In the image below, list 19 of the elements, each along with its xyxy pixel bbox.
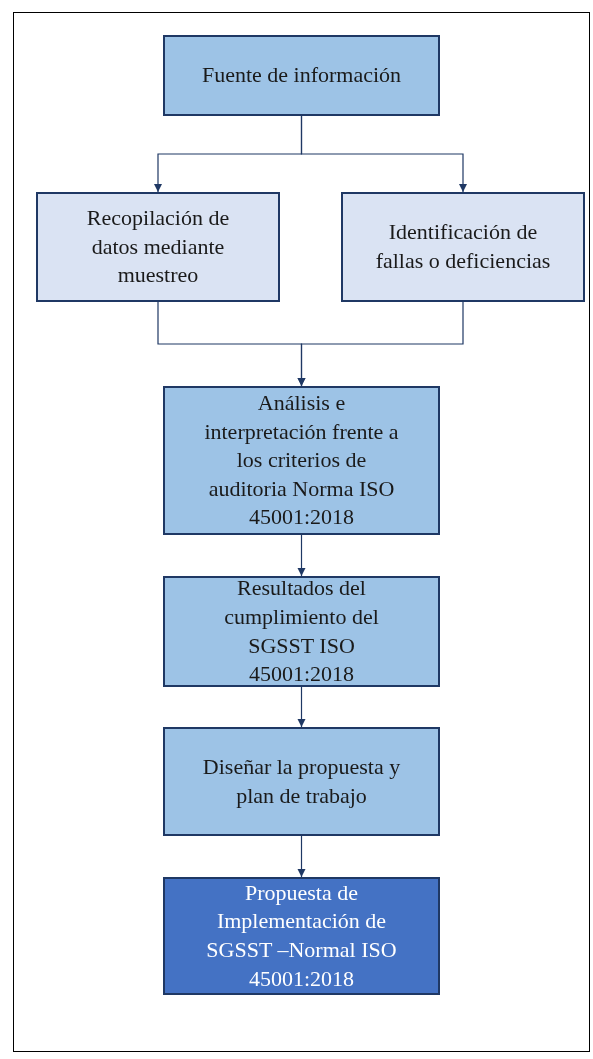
process-box [163,386,440,535]
box-label: Fuente de información [201,61,402,90]
process-box [341,192,585,302]
box-label: Recopilación de datos mediante muestreo [85,204,231,290]
process-box [163,35,440,116]
box-label: Resultados del cumplimiento del SGSST ISO 45001:2018 [223,574,380,689]
box-label: Propuesta de Implementación de SGSST –Normal ISO 45001:2018 [205,878,398,993]
arrow [300,115,468,193]
arrow [297,686,306,728]
arrow [297,301,464,387]
arrow [297,835,306,878]
box-label: Identificación de fallas o deficiencias [374,218,552,275]
box-label: Análisis e interpretación frente a los criterios de auditoria Norma ISO 45001:2018 [203,389,400,532]
process-box [163,877,440,995]
process-box [163,727,440,836]
arrow [297,534,306,577]
process-box [163,576,440,687]
process-box [36,192,280,302]
box-label: Diseñar la propuesta y plan de trabajo [201,752,402,810]
